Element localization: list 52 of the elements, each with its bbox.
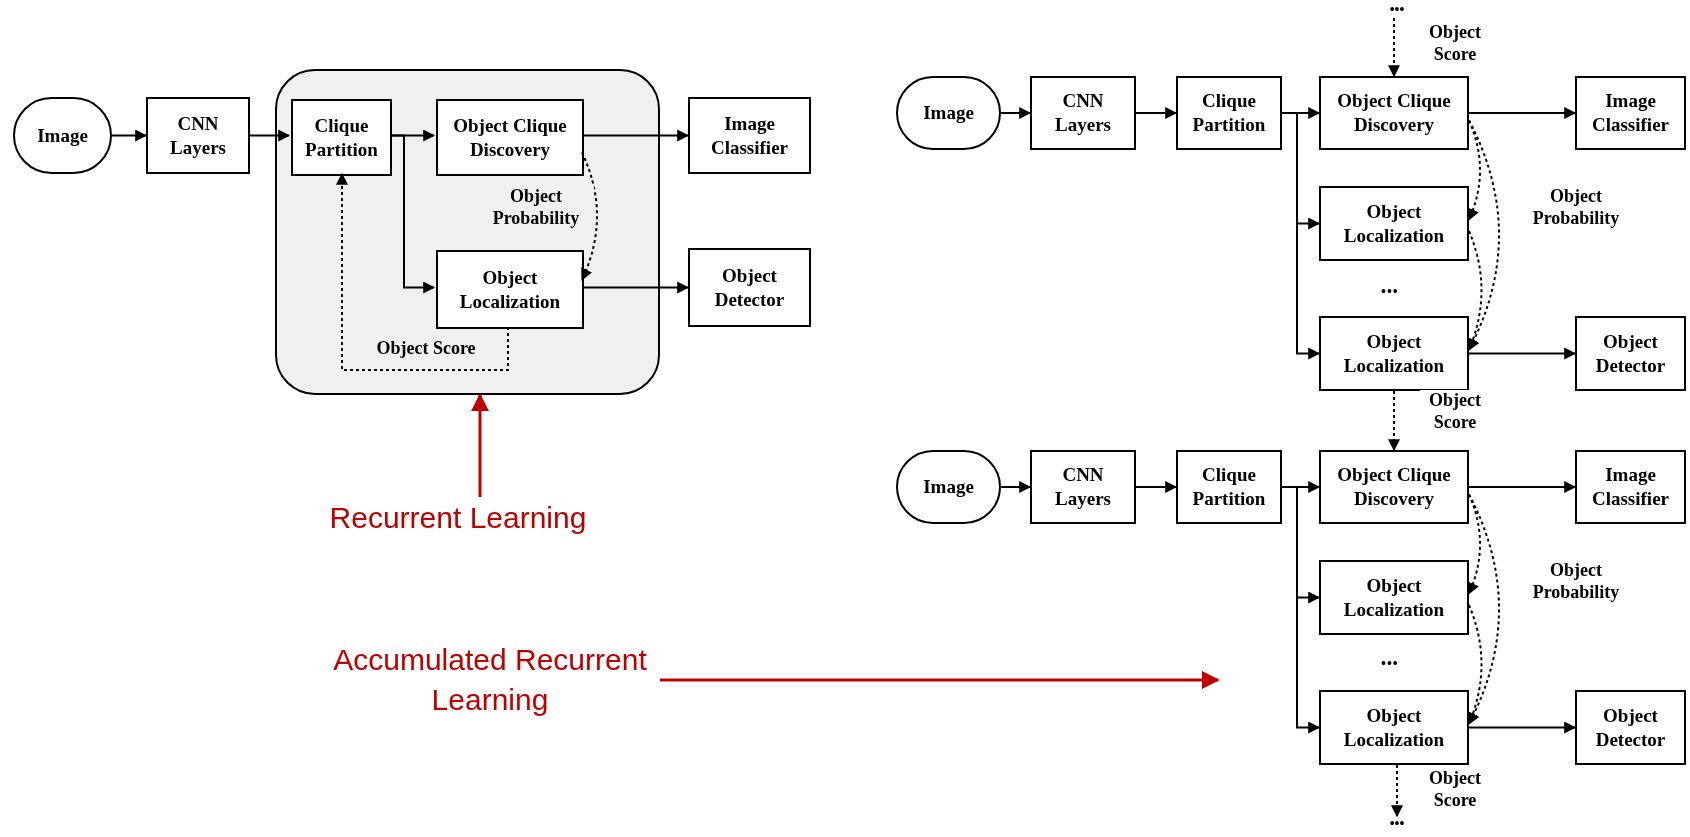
arrow: [581, 129, 690, 142]
process-box: Clique Partition: [1176, 450, 1282, 524]
arrow: [1388, 390, 1400, 452]
process-box: Image Classifier: [688, 97, 811, 174]
process-box: Object Localization: [1319, 186, 1469, 261]
process-box: Object Clique Discovery: [1319, 76, 1469, 150]
arrow: [1468, 493, 1500, 725]
arrow: [1135, 107, 1178, 119]
process-box: CNN Layers: [1030, 450, 1136, 524]
annotation-text: Accumulated Recurrent Learning: [320, 636, 660, 724]
process-box: Image Classifier: [1575, 76, 1686, 150]
annotation-text: Recurrent Learning: [290, 497, 626, 539]
arrow: [1000, 481, 1032, 493]
arrow: [1468, 721, 1577, 734]
arrow: [1467, 604, 1483, 725]
arrow: [1000, 107, 1032, 119]
arrow: [1388, 17, 1400, 78]
arrow: [471, 393, 489, 497]
arrow: [660, 671, 1220, 689]
process-box: Object Detector: [688, 248, 811, 327]
arrow: [389, 134, 436, 294]
process-box: CNN Layers: [146, 97, 250, 174]
arrow: [1281, 486, 1321, 734]
arrow: [581, 281, 690, 294]
process-box: Object Localization: [436, 250, 584, 329]
process-box: CNN Layers: [1030, 76, 1136, 150]
arrow: [1468, 107, 1577, 119]
arrow: [580, 151, 598, 281]
process-box: Object Clique Discovery: [436, 99, 584, 176]
process-box: Clique Partition: [291, 99, 392, 176]
process-box: Object Localization: [1319, 316, 1469, 391]
group-container: [275, 69, 660, 395]
arrow: [336, 172, 509, 371]
terminal-box: Image: [896, 450, 1001, 524]
arrow: [1281, 112, 1321, 360]
process-box: Object Clique Discovery: [1319, 450, 1469, 524]
arrow: [111, 129, 148, 142]
arrow: [1135, 481, 1178, 493]
arrow: [1391, 764, 1403, 818]
arrow: [249, 129, 291, 142]
process-box: Object Localization: [1319, 690, 1469, 765]
arrow: [1468, 481, 1577, 493]
arrow: [1467, 230, 1483, 351]
process-box: Object Localization: [1319, 560, 1469, 635]
arrow: [1468, 347, 1577, 360]
arrow: [1468, 119, 1500, 351]
process-box: Image Classifier: [1575, 450, 1686, 524]
terminal-box: Image: [896, 76, 1001, 150]
terminal-box: Image: [13, 97, 112, 174]
process-box: Object Detector: [1575, 316, 1686, 391]
process-box: Clique Partition: [1176, 76, 1282, 150]
process-box: Object Detector: [1575, 690, 1686, 765]
